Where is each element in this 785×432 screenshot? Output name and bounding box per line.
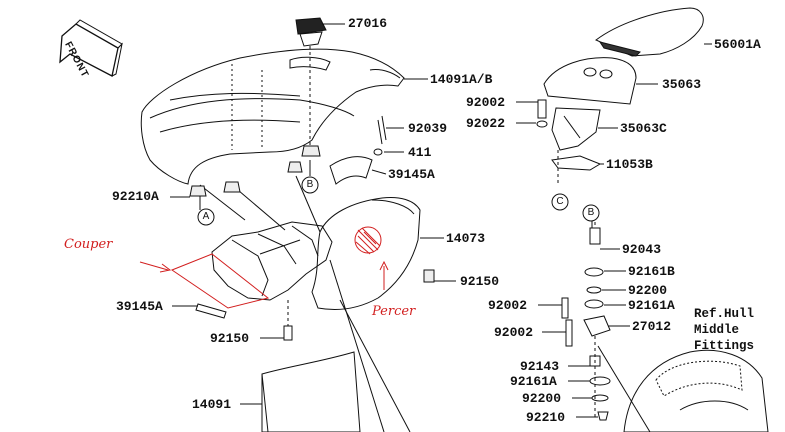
callout-letter: C	[556, 196, 564, 207]
hull-fitting-part	[597, 345, 769, 432]
part-label: 14091	[192, 397, 232, 412]
part-label: 92200	[628, 283, 668, 298]
part-label: 92161B	[628, 264, 675, 279]
part-label: 92200	[522, 391, 562, 406]
part-label: 92210	[526, 410, 566, 425]
part-label: 92150	[460, 274, 500, 289]
part-label: 92150	[210, 331, 250, 346]
part-label: 92022	[466, 116, 506, 131]
cover-part	[311, 197, 444, 311]
part-label: 92143	[520, 359, 560, 374]
part-label: 11053B	[606, 157, 653, 172]
callout-letter: B	[587, 207, 595, 218]
part-label: 14073	[446, 231, 486, 246]
seat-part	[140, 48, 428, 185]
annotation-cut: Couper	[64, 237, 113, 252]
part-label: 27012	[632, 319, 672, 334]
bracket-part	[551, 107, 618, 151]
reference-note: Ref.Hull Middle Fittings	[694, 306, 754, 354]
part-label: 92210A	[112, 189, 159, 204]
part-label: 92002	[488, 298, 528, 313]
part-label: 92161A	[628, 298, 675, 313]
front-arrow-icon	[59, 19, 123, 77]
part-label: 39145A	[116, 299, 163, 314]
part-label: 35063C	[620, 121, 667, 136]
reference-note-line: Fittings	[694, 339, 755, 353]
part-label: 92161A	[510, 374, 557, 389]
callout-letter: B	[306, 179, 314, 190]
part-label: 56001A	[714, 37, 761, 52]
part-label: 92002	[494, 325, 534, 340]
annotation-drill: Percer	[372, 304, 416, 319]
part-label: 411	[408, 145, 432, 160]
part-label: 92039	[408, 121, 448, 136]
part-label: 39145A	[388, 167, 435, 182]
lower-cover-part	[240, 351, 361, 432]
mirror-base-part	[543, 57, 658, 105]
part-label: 92002	[466, 95, 506, 110]
under-cover-part	[211, 221, 333, 301]
annotation-marks	[139, 226, 389, 309]
reference-note-line: Middle	[694, 323, 740, 337]
part-label: 35063	[662, 77, 702, 92]
reference-note-line: Ref.Hull	[694, 307, 755, 321]
seat-cap-part	[295, 17, 345, 47]
callout-letter: A	[202, 211, 210, 222]
part-label: 14091A/B	[430, 72, 493, 87]
part-label: 92043	[622, 242, 662, 257]
mirror-part	[595, 7, 712, 57]
part-label: 27016	[348, 16, 388, 31]
